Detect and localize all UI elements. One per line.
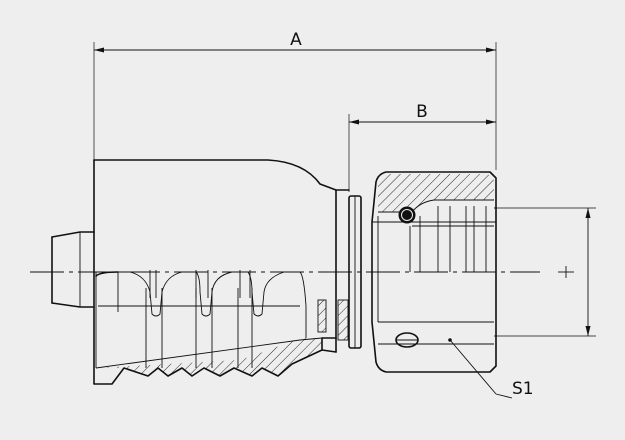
hose-tail	[51, 231, 95, 308]
dimension-s1: S1	[448, 338, 534, 399]
nipple-collar	[317, 189, 362, 353]
dimension-b: B	[348, 102, 496, 192]
ferrule-body	[93, 159, 350, 385]
dimension-a-label: A	[290, 30, 302, 50]
dimension-thread-diameter	[494, 207, 596, 337]
dimension-b-label: B	[416, 102, 428, 122]
swivel-nut	[371, 171, 497, 373]
dimension-a: A	[93, 30, 497, 170]
dimension-s1-label: S1	[512, 379, 534, 399]
